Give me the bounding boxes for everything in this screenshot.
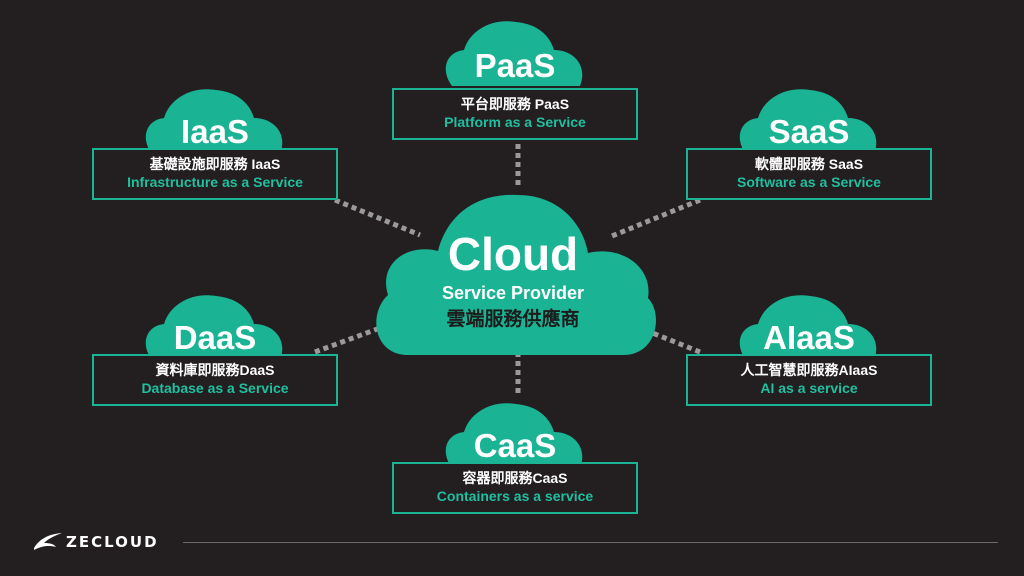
footer-divider: [183, 542, 998, 543]
brand-logo: ZECLOUD: [32, 532, 159, 552]
node-title-en: AI as a service: [760, 380, 858, 396]
connector-saas: [611, 197, 701, 239]
node-label-box: 資料庫即服務DaaS Database as a Service: [92, 354, 338, 406]
node-title-zh: 容器即服務CaaS: [462, 470, 568, 486]
node-label-box: 基礎設施即服務 IaaS Infrastructure as a Service: [92, 148, 338, 200]
node-title-en: Software as a Service: [737, 174, 881, 190]
node-title-en: Infrastructure as a Service: [127, 174, 303, 190]
node-title-en: Database as a Service: [141, 380, 289, 396]
node-abbr: PaaS: [474, 47, 556, 84]
cloud-icon: [445, 21, 583, 86]
cloud-icon: [376, 194, 656, 355]
cloud-icon: [145, 295, 283, 360]
cloud-icon: [445, 403, 583, 468]
cloud-service-provider: Cloud Service Provider 雲端服務供應商: [368, 183, 658, 355]
node-title-zh: 基礎設施即服務 IaaS: [149, 156, 281, 172]
node-title-en: Containers as a service: [436, 488, 594, 504]
cloud-icon: [739, 295, 877, 360]
center-subtitle-zh: 雲端服務供應商: [446, 309, 580, 330]
cloud-icon: [145, 89, 283, 154]
node-paas: PaaS 平台即服務 PaaS Platform as a Service: [392, 21, 638, 140]
node-label-box: 軟體即服務 SaaS Software as a Service: [686, 148, 932, 200]
wing-logo-icon: [34, 533, 62, 550]
node-abbr: AIaaS: [763, 319, 855, 356]
node-aiaas: AIaaS 人工智慧即服務AIaaS AI as a service: [686, 294, 932, 406]
node-title-zh: 軟體即服務 SaaS: [754, 156, 864, 172]
node-saas: SaaS 軟體即服務 SaaS Software as a Service: [686, 88, 932, 200]
node-title-en: Platform as a Service: [444, 114, 586, 130]
node-abbr: CaaS: [473, 427, 557, 464]
node-title-zh: 人工智慧即服務AIaaS: [740, 362, 878, 378]
node-abbr: DaaS: [173, 319, 257, 356]
center-subtitle: Service Provider: [441, 283, 585, 303]
connector-aiaas: [639, 325, 701, 355]
brand-name: ZECLOUD: [66, 533, 159, 551]
node-label-box: 容器即服務CaaS Containers as a service: [392, 462, 638, 514]
node-title-zh: 資料庫即服務DaaS: [155, 362, 275, 378]
node-abbr: SaaS: [768, 113, 850, 150]
node-abbr: IaaS: [181, 113, 249, 150]
node-label-box: 平台即服務 PaaS Platform as a Service: [392, 88, 638, 140]
center-title: Cloud: [447, 228, 579, 280]
connector-daas: [314, 325, 381, 355]
node-daas: DaaS 資料庫即服務DaaS Database as a Service: [92, 294, 338, 406]
connector-iaas: [334, 197, 421, 238]
node-iaas: IaaS 基礎設施即服務 IaaS Infrastructure as a Se…: [92, 88, 338, 200]
cloud-icon: [739, 89, 877, 154]
node-label-box: 人工智慧即服務AIaaS AI as a service: [686, 354, 932, 406]
node-caas: CaaS 容器即服務CaaS Containers as a service: [392, 402, 638, 514]
node-title-zh: 平台即服務 PaaS: [460, 96, 570, 112]
